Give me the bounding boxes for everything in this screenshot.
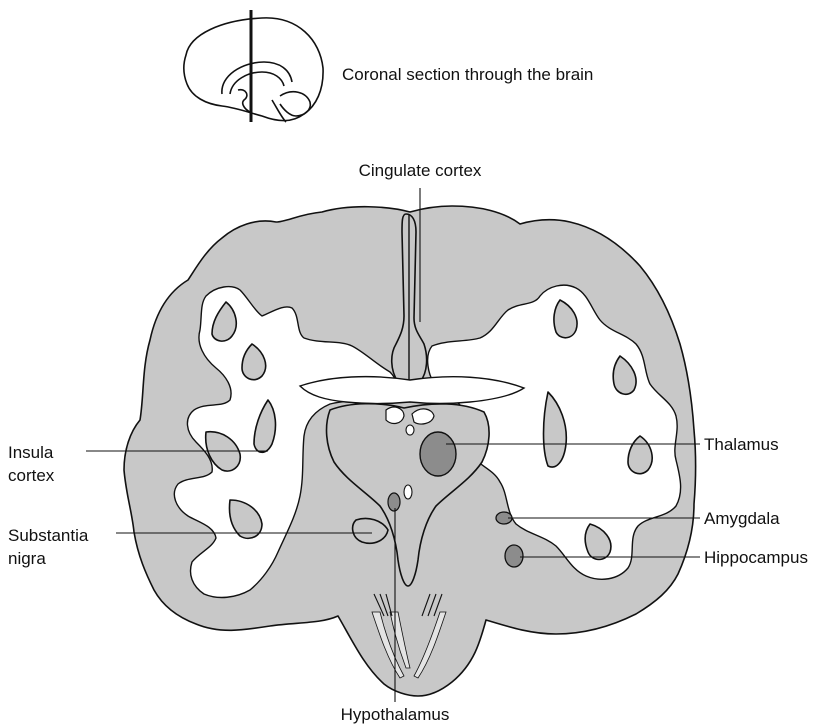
label-amygdala: Amygdala xyxy=(704,509,780,528)
label-insula-line1: Insula xyxy=(8,443,54,462)
label-substantia-line1: Substantia xyxy=(8,526,89,545)
label-insula-line2: cortex xyxy=(8,466,55,485)
corpus-callosum xyxy=(300,377,524,404)
label-cingulate-cortex: Cingulate cortex xyxy=(359,161,482,180)
label-substantia-line2: nigra xyxy=(8,549,46,568)
thalamus-structure xyxy=(420,432,456,476)
hypothalamus-structure xyxy=(388,493,400,511)
inset-sagittal-sketch xyxy=(184,10,323,122)
third-ventricle-dot xyxy=(406,425,414,435)
inset-caption: Coronal section through the brain xyxy=(342,65,593,84)
label-thalamus: Thalamus xyxy=(704,435,779,454)
label-hypothalamus: Hypothalamus xyxy=(341,705,450,724)
inset-brain-outline xyxy=(184,18,323,121)
hippocampus-structure xyxy=(505,545,523,567)
fornix-dot xyxy=(404,485,412,499)
lateral-ventricle-left xyxy=(386,407,404,423)
label-hippocampus: Hippocampus xyxy=(704,548,808,567)
lateral-ventricle-right xyxy=(412,409,434,424)
